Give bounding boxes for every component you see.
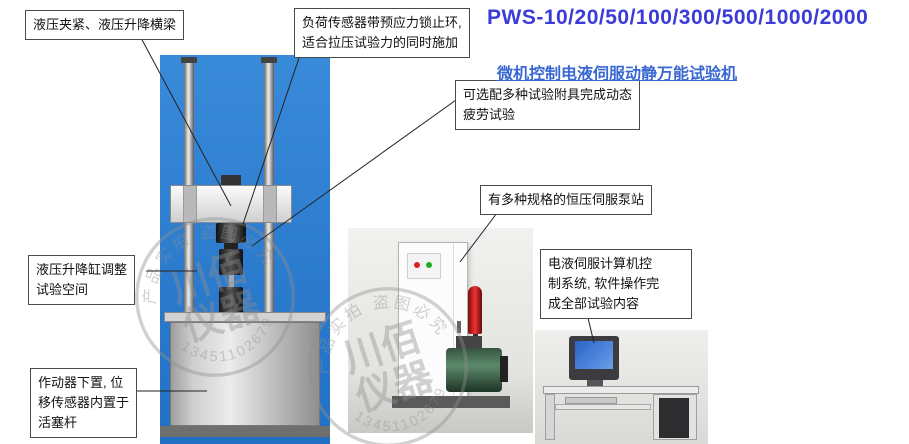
pump-base-frame <box>392 396 510 408</box>
pump-control-cabinet <box>398 242 468 400</box>
machine-foot-plate <box>160 426 330 437</box>
machine-lower-grip <box>219 287 243 313</box>
machine-upper-grip <box>219 249 243 275</box>
page-title: PWS-10/20/50/100/300/500/1000/2000 <box>487 6 869 29</box>
watermark-stamp: 产品实拍 盗图必究 川佰 仪器 13451102679 <box>296 274 468 444</box>
pump-accumulator <box>468 286 482 334</box>
load-cell-joint <box>224 243 238 249</box>
desk-left-leg <box>545 394 555 440</box>
monitor-screen <box>575 341 613 369</box>
page-subtitle: 微机控制电液伺服动静万能试验机 <box>497 66 738 83</box>
machine-base <box>170 322 320 426</box>
keyboard-tray <box>555 404 651 410</box>
computer-desk-top <box>543 386 699 394</box>
indicator-lamp-green <box>426 262 432 268</box>
computer-station-panel <box>535 330 708 444</box>
monitor-stand <box>587 380 603 386</box>
callout-lift-cylinder: 液压升降缸调整 试验空间 <box>28 255 136 306</box>
cabinet-door-seam <box>453 243 454 399</box>
cabinet-indicator-panel <box>407 253 441 279</box>
machine-load-cell <box>216 223 246 243</box>
callout-crossbeam: 液压夹紧、液压升降横梁 <box>25 10 185 41</box>
callout-computer-control: 电液伺服计算机控 制系统, 软件操作完 成全部试验内容 <box>540 249 692 320</box>
callout-fixtures: 可选配多种试验附具完成动态 疲劳试验 <box>455 80 641 131</box>
pump-station-panel <box>348 228 533 433</box>
callout-load-sensor: 负荷传感器带预应力锁止环, 适合拉压试验力的同时施加 <box>294 8 470 59</box>
keyboard <box>565 397 617 404</box>
machine-specimen <box>229 275 234 287</box>
machine-top-nut <box>221 175 241 185</box>
callout-actuator: 作动器下置, 位 移传感器内置于 活塞杆 <box>30 368 138 439</box>
pump-valve-block <box>456 336 482 350</box>
pc-tower <box>659 398 689 438</box>
crt-monitor <box>569 336 619 380</box>
pump-motor-end <box>500 356 508 382</box>
machine-worktable <box>164 312 326 322</box>
machine-left-column-cap <box>181 57 197 63</box>
pump-motor <box>446 348 502 392</box>
indicator-lamp-red <box>414 262 420 268</box>
cabinet-door-handle <box>457 321 461 333</box>
machine-right-column-cap <box>261 57 277 63</box>
callout-pump-station: 有多种规格的恒压伺服泵站 <box>480 185 653 216</box>
